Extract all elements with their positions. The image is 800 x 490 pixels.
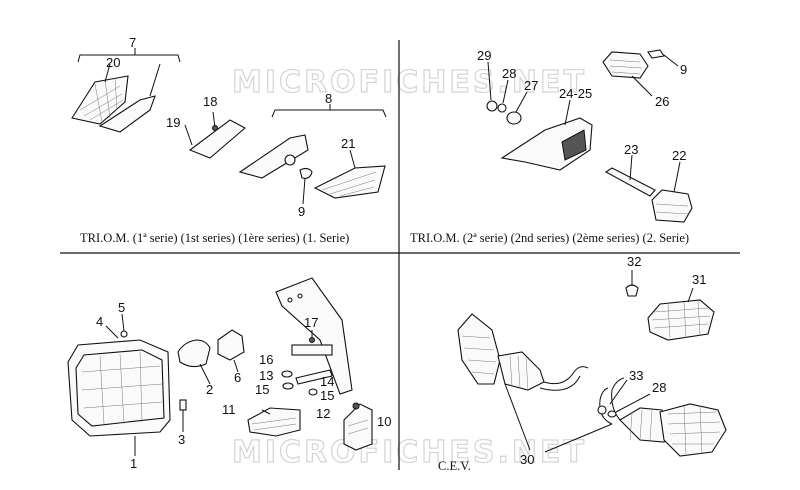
callout-22: 22 [672,148,686,163]
callout-24-25: 24-25 [559,86,592,101]
callout-19: 19 [166,115,180,130]
nut-12 [308,388,318,396]
socket-6 [217,329,245,361]
callout-11: 11 [222,402,236,417]
callout-28-q2: 28 [502,66,516,81]
bracket-19 [188,119,246,159]
washer-13 [281,370,293,378]
nut-15 [282,382,294,390]
washer-28-q4 [607,410,617,418]
watermark-bottom: MICROFICHES.NET [232,435,587,470]
callout-18: 18 [203,94,217,109]
lens-21 [313,165,386,199]
grommet-27 [506,111,522,125]
callout-9-q2: 9 [680,62,687,77]
callout-30: 30 [520,452,534,467]
mount-10 [343,403,373,451]
lens-20 [71,75,129,125]
caption-q4: C.E.V. [438,459,471,473]
mount-11 [247,407,301,437]
callout-7: 7 [129,35,136,50]
callout-15-left: 15 [255,382,269,397]
screw-5 [120,330,128,338]
callout-3: 3 [178,432,185,447]
callout-15-right: 15 [320,388,334,403]
callout-6: 6 [234,370,241,385]
q2-assembly [486,49,693,223]
callout-14: 14 [320,374,334,389]
caption-q2: TRI.O.M. (2ª serie) (2nd series) (2ème s… [410,231,689,245]
q1-assembly [71,48,387,205]
rod-23 [604,167,656,197]
callout-26: 26 [655,94,669,109]
screw-32 [625,284,639,297]
callout-12: 12 [316,406,330,421]
mount-bar [291,344,333,356]
screw-3 [179,399,187,411]
callout-16: 16 [259,352,273,367]
callout-10: 10 [377,414,391,429]
callout-9-q1: 9 [298,204,305,219]
callout-2: 2 [206,382,213,397]
callout-32: 32 [627,254,641,269]
bulb-9a [299,167,313,179]
callout-5: 5 [118,300,125,315]
callout-20: 20 [106,55,120,70]
housing-7 [98,95,156,133]
caption-q1: TRI.O.M. (1ª serie) (1st series) (1ère s… [80,231,349,245]
nut-29 [486,100,498,112]
callout-1: 1 [130,456,137,471]
callout-23: 23 [624,142,638,157]
bulb-2 [177,339,211,368]
screw-9 [647,49,665,59]
callout-17: 17 [304,315,318,330]
callout-29: 29 [477,48,491,63]
lens-26 [602,51,649,79]
callout-13: 13 [259,368,273,383]
callout-31: 31 [692,272,706,287]
plate-14 [295,369,333,385]
lens-22 [651,189,693,223]
q3-assembly [67,277,373,456]
callout-28-q4: 28 [652,380,666,395]
washer-28 [497,103,507,113]
housing-8 [238,134,309,179]
callout-8: 8 [325,91,332,106]
callout-21: 21 [341,136,355,151]
q4-assembly [457,270,727,457]
lens-31 [647,299,715,341]
frame-bracket [275,277,353,395]
indicator-right [659,403,727,457]
callout-33: 33 [629,368,643,383]
grommet-33 [597,405,607,415]
callout-4: 4 [96,314,103,329]
callout-27: 27 [524,78,538,93]
